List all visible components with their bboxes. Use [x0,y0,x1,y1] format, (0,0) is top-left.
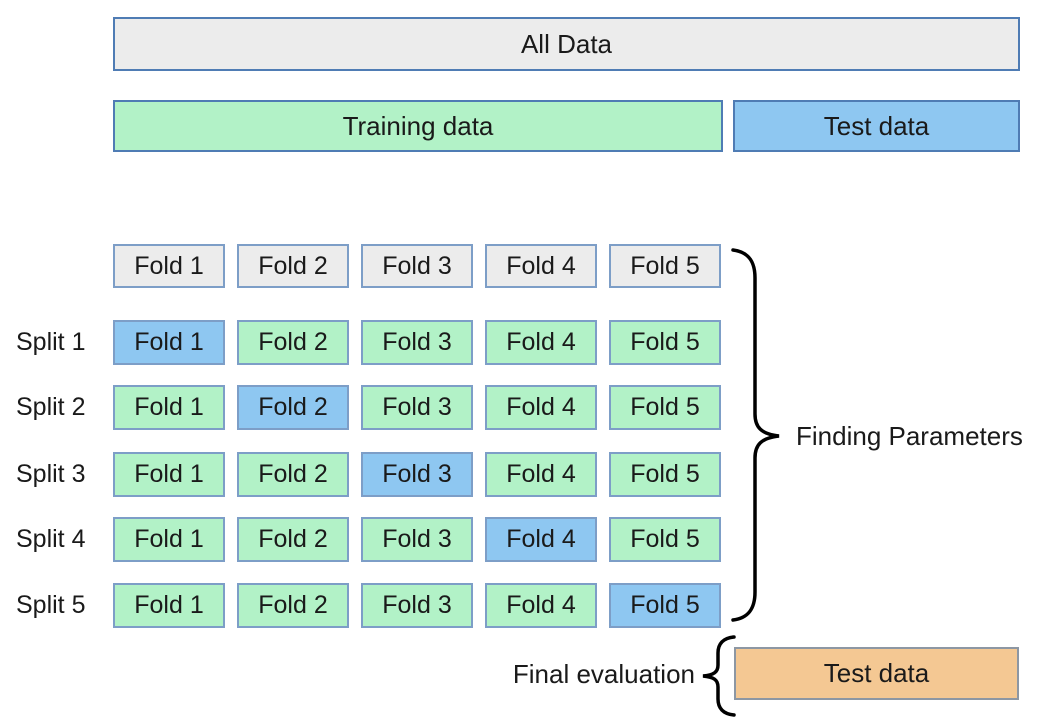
fold-header-box: Fold 4 [485,244,597,288]
fold-box: Fold 4 [485,452,597,497]
split-label: Split 4 [16,525,86,553]
split-label: Split 2 [16,393,86,421]
fold-box: Fold 2 [237,583,349,628]
fold-box: Fold 3 [361,385,473,430]
finding-parameters-brace-icon [731,248,780,622]
fold-box: Fold 3 [361,517,473,562]
fold-box: Fold 3 [361,452,473,497]
fold-header-box: Fold 2 [237,244,349,288]
fold-box: Fold 4 [485,517,597,562]
fold-box: Fold 4 [485,320,597,365]
fold-box: Fold 5 [609,517,721,562]
fold-box: Fold 1 [113,385,225,430]
fold-header-row: Fold 1 Fold 2 Fold 3 Fold 4 Fold 5 [113,244,721,288]
test-data-label: Test data [823,110,930,141]
fold-box: Fold 2 [237,452,349,497]
fold-header-box: Fold 3 [361,244,473,288]
all-data-bar: All Data [113,17,1020,71]
split-label: Split 1 [16,328,86,356]
fold-box: Fold 4 [485,385,597,430]
fold-box: Fold 1 [113,320,225,365]
fold-box: Fold 3 [361,583,473,628]
training-data-bar: Training data [113,100,723,152]
fold-box: Fold 4 [485,583,597,628]
fold-box: Fold 2 [237,517,349,562]
fold-box: Fold 2 [237,385,349,430]
fold-header-box: Fold 1 [113,244,225,288]
split-row: Fold 1 Fold 2 Fold 3 Fold 4 Fold 5 [113,452,721,497]
fold-header-box: Fold 5 [609,244,721,288]
fold-box: Fold 2 [237,320,349,365]
training-data-label: Training data [342,110,494,141]
fold-box: Fold 1 [113,452,225,497]
final-evaluation-brace-icon [702,635,736,717]
split-label: Split 5 [16,591,86,619]
fold-box: Fold 5 [609,452,721,497]
final-test-data-bar: Test data [734,647,1019,700]
all-data-label: All Data [520,28,613,59]
final-test-data-label: Test data [823,658,930,688]
fold-box: Fold 1 [113,583,225,628]
split-row: Fold 1 Fold 2 Fold 3 Fold 4 Fold 5 [113,583,721,628]
test-data-bar: Test data [733,100,1020,152]
fold-box: Fold 5 [609,583,721,628]
split-row: Fold 1 Fold 2 Fold 3 Fold 4 Fold 5 [113,320,721,365]
fold-box: Fold 5 [609,320,721,365]
split-row: Fold 1 Fold 2 Fold 3 Fold 4 Fold 5 [113,517,721,562]
fold-box: Fold 5 [609,385,721,430]
finding-parameters-label: Finding Parameters [796,421,1023,451]
fold-box: Fold 3 [361,320,473,365]
final-evaluation-label: Final evaluation [512,659,695,689]
split-row: Fold 1 Fold 2 Fold 3 Fold 4 Fold 5 [113,385,721,430]
fold-box: Fold 1 [113,517,225,562]
split-label: Split 3 [16,460,86,488]
